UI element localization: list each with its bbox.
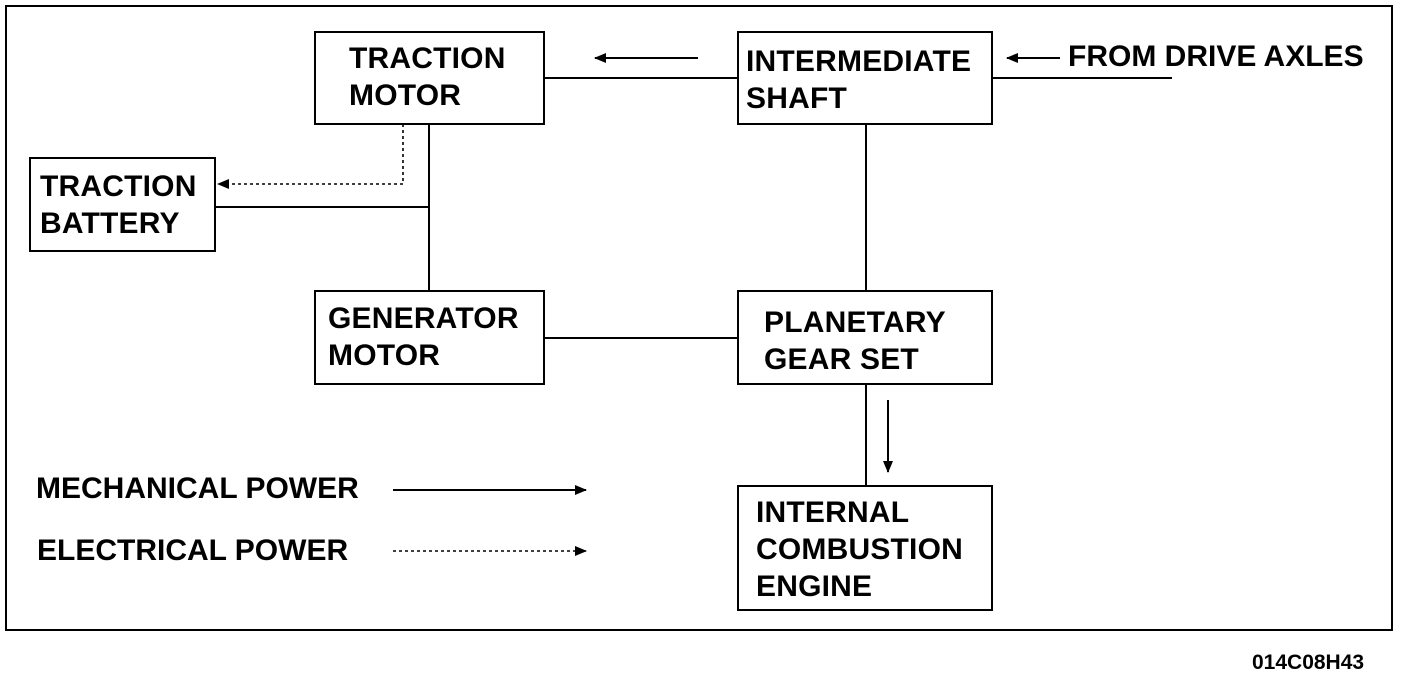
internal-combustion-engine-block: INTERNAL COMBUSTION ENGINE	[737, 485, 993, 611]
traction-motor-line-1: TRACTION	[349, 42, 506, 75]
intermediate-shaft-line-2: SHAFT	[746, 82, 847, 115]
traction-battery-label: TRACTION BATTERY	[40, 168, 197, 242]
generator-motor-line-2: MOTOR	[328, 339, 441, 372]
traction-motor-label: TRACTION MOTOR	[349, 40, 506, 114]
planetary-gear-set-line-1: PLANETARY	[764, 306, 946, 339]
planetary-gear-set-label: PLANETARY GEAR SET	[764, 304, 946, 378]
legend-mechanical-label: MECHANICAL POWER	[36, 472, 359, 505]
legend-electrical-label: ELECTRICAL POWER	[37, 534, 349, 567]
generator-motor-block: GENERATOR MOTOR	[314, 290, 545, 385]
engine-line-2: COMBUSTION	[756, 533, 963, 566]
traction-motor-line-2: MOTOR	[349, 79, 462, 112]
intermediate-shaft-label: INTERMEDIATE SHAFT	[746, 43, 971, 117]
planetary-gear-set-block: PLANETARY GEAR SET	[737, 290, 993, 385]
intermediate-shaft-block: INTERMEDIATE SHAFT	[737, 31, 993, 125]
traction-battery-block: TRACTION BATTERY	[29, 157, 216, 252]
internal-combustion-engine-label: INTERNAL COMBUSTION ENGINE	[756, 494, 963, 605]
intermediate-shaft-line-1: INTERMEDIATE	[746, 45, 972, 78]
engine-line-3: ENGINE	[756, 570, 873, 603]
diagram-frame	[5, 5, 1393, 631]
traction-battery-line-1: TRACTION	[40, 170, 197, 203]
figure-code: 014C08H43	[1252, 651, 1365, 674]
planetary-gear-set-line-2: GEAR SET	[764, 343, 919, 376]
generator-motor-line-1: GENERATOR	[328, 302, 519, 335]
traction-motor-block: TRACTION MOTOR	[314, 31, 545, 125]
engine-line-1: INTERNAL	[756, 496, 910, 529]
generator-motor-label: GENERATOR MOTOR	[328, 300, 519, 374]
traction-battery-line-2: BATTERY	[40, 207, 180, 240]
drive-axles-label: FROM DRIVE AXLES	[1068, 40, 1364, 73]
electrical-arrow-to-traction-battery	[217, 124, 404, 189]
